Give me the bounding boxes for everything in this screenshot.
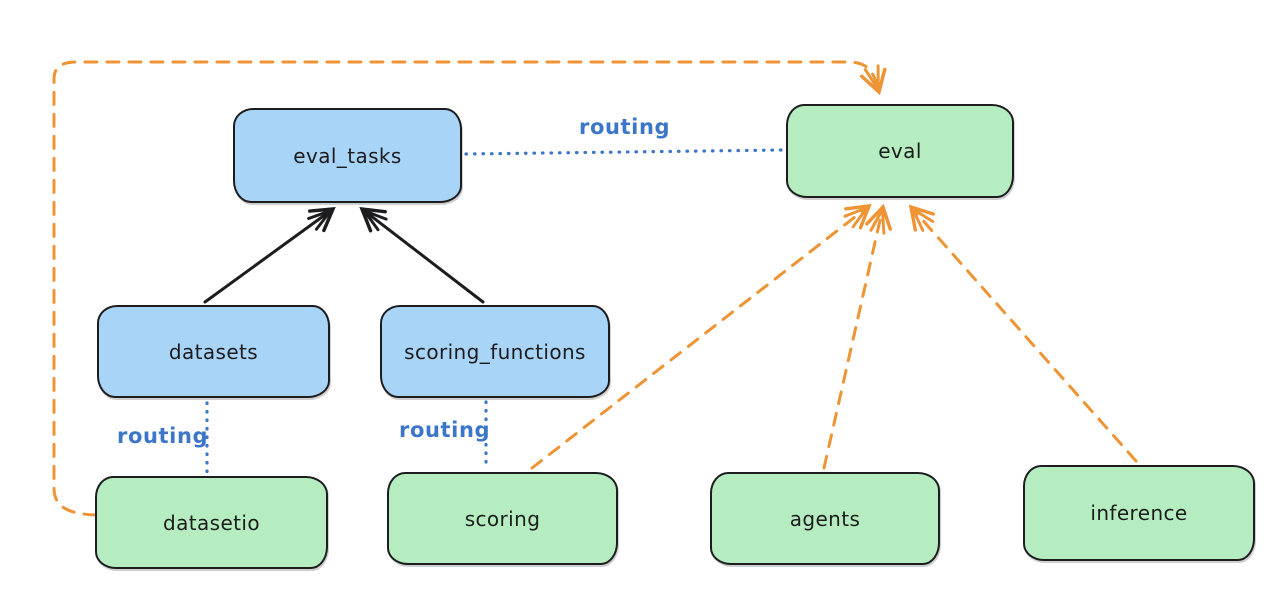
node-scoring: scoring bbox=[387, 472, 618, 565]
node-inference: inference bbox=[1023, 465, 1255, 561]
edge-inference-to-eval bbox=[908, 204, 1138, 463]
routing-label-datasets-datasetio: routing bbox=[117, 424, 209, 448]
edge-datasetio-to-eval-loop bbox=[52, 60, 887, 517]
node-datasetio-label: datasetio bbox=[162, 510, 260, 535]
node-eval-tasks: eval_tasks bbox=[233, 108, 462, 203]
node-datasetio: datasetio bbox=[95, 476, 328, 569]
node-scoring-functions-label: scoring_functions bbox=[404, 339, 586, 364]
node-datasets-label: datasets bbox=[168, 339, 259, 364]
node-eval-label: eval bbox=[878, 139, 922, 163]
node-eval: eval bbox=[786, 104, 1014, 198]
routing-label-scoring-functions-scoring: routing bbox=[399, 418, 491, 442]
node-agents-label: agents bbox=[789, 506, 861, 531]
node-datasets: datasets bbox=[97, 305, 330, 398]
edge-scoring-functions-to-eval-tasks bbox=[359, 206, 485, 304]
edge-datasets-to-eval-tasks bbox=[203, 207, 336, 304]
edge-scoring-to-eval bbox=[530, 203, 872, 470]
edge-routing-eval-tasks-to-eval bbox=[464, 148, 785, 156]
node-scoring-label: scoring bbox=[464, 506, 541, 531]
node-scoring-functions: scoring_functions bbox=[380, 305, 610, 398]
routing-label-eval-tasks-eval: routing bbox=[579, 115, 671, 139]
node-inference-label: inference bbox=[1090, 501, 1188, 525]
node-eval-tasks-label: eval_tasks bbox=[293, 143, 402, 168]
node-agents: agents bbox=[710, 472, 940, 565]
edge-agents-to-eval bbox=[822, 203, 893, 470]
